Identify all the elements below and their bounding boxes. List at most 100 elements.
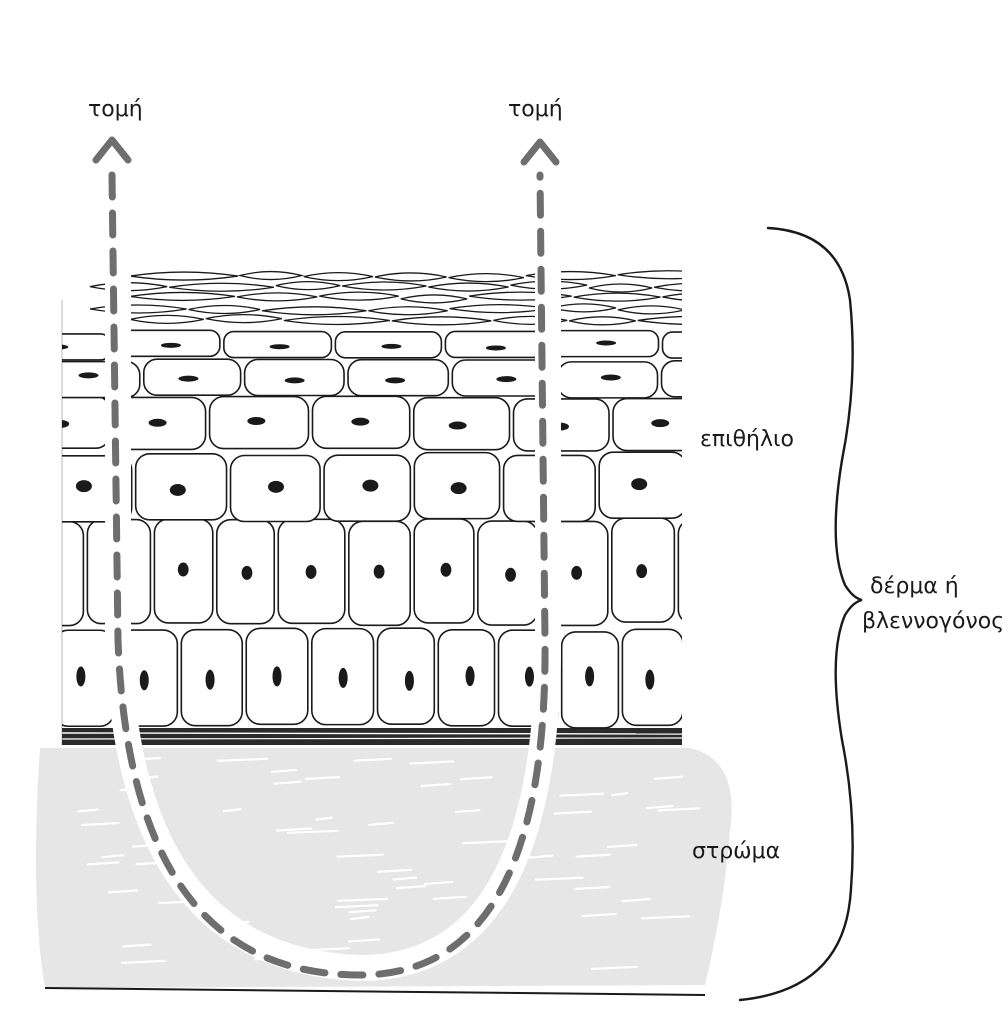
squamous-cell — [662, 293, 682, 301]
cell-nucleus — [631, 478, 648, 491]
stroma-fiber — [653, 775, 684, 780]
stroma-fiber — [459, 776, 493, 781]
cut-label-left: τομή — [88, 97, 143, 122]
stroma-fiber — [420, 782, 452, 788]
squamous-cell — [319, 291, 399, 301]
stroma-fiber — [337, 897, 388, 902]
cell-nucleus — [160, 342, 181, 348]
cell-nucleus — [177, 562, 189, 577]
cell-nucleus — [351, 417, 370, 426]
stroma-fiber — [454, 808, 481, 814]
stroma-fiber — [581, 912, 617, 918]
cell-nucleus — [178, 375, 199, 382]
cell-nucleus — [76, 666, 86, 687]
cell-nucleus — [704, 566, 715, 580]
stroma-fiber — [409, 760, 455, 765]
epithelium-label: επιθήλιο — [700, 427, 794, 452]
epithelial-cell — [660, 360, 682, 398]
squamous-cell — [275, 281, 341, 291]
cell-nucleus — [241, 565, 253, 580]
squamous-cell — [551, 303, 617, 313]
stroma-fiber — [348, 909, 377, 914]
basement-membrane — [62, 728, 682, 745]
squamous-cell — [303, 272, 374, 282]
cell-nucleus — [465, 666, 475, 687]
tissue-label-line1: δέρμα ή — [870, 574, 959, 599]
epithelial-cell — [677, 523, 682, 621]
cell-nucleus — [48, 563, 59, 577]
stroma-fiber — [606, 843, 638, 849]
stroma-fiber — [432, 895, 467, 900]
cell-nucleus — [205, 669, 215, 690]
cell-nucleus — [169, 483, 186, 496]
stroma-fiber — [559, 792, 605, 797]
squamous-cell — [637, 315, 682, 325]
squamous-cell — [262, 306, 367, 316]
cell-nucleus — [585, 666, 595, 687]
cell-nucleus — [708, 671, 717, 691]
cell-nucleus — [373, 564, 385, 579]
cell-nucleus — [440, 562, 452, 577]
cell-nucleus — [272, 666, 282, 687]
cell-nucleus — [448, 421, 467, 430]
stroma-fiber — [350, 915, 370, 921]
cut-label-right: τομή — [508, 97, 563, 122]
epithelial-cell — [690, 455, 780, 521]
stroma-fiber — [590, 965, 638, 971]
squamous-cell — [391, 316, 492, 326]
squamous-cell — [617, 270, 682, 280]
cell-nucleus — [78, 372, 99, 379]
squamous-cell — [687, 307, 776, 315]
stroma-fiber — [275, 827, 313, 832]
cell-nucleus — [450, 482, 467, 495]
cell-nucleus — [704, 377, 724, 383]
stroma-fiber — [368, 821, 394, 826]
squamous-cell — [374, 272, 447, 282]
squamous-cell — [89, 304, 187, 314]
cell-nucleus — [730, 479, 746, 491]
stroma-fiber — [80, 821, 120, 827]
squamous-cell — [188, 304, 261, 315]
cell-nucleus — [284, 377, 305, 384]
cell-nucleus — [496, 376, 517, 383]
cell-nucleus — [381, 343, 402, 349]
squamous-cell — [428, 282, 509, 292]
cell-nucleus — [338, 667, 348, 688]
squamous-cell — [283, 315, 390, 326]
squamous-cell — [169, 282, 275, 292]
cell-nucleus — [485, 345, 506, 351]
squamous-cell — [237, 270, 305, 281]
squamous-cell — [129, 271, 239, 281]
stroma-fiber — [77, 808, 99, 813]
arrow-left-icon — [92, 136, 132, 164]
stroma-fiber — [534, 876, 584, 881]
stroma-fiber — [645, 804, 674, 810]
stroma-fiber — [304, 775, 340, 781]
epithelial-cell — [612, 397, 682, 452]
stroma-fiber — [621, 898, 651, 903]
epithelial-cell — [62, 333, 112, 361]
stroma-fiber — [575, 853, 611, 858]
squamous-cell — [588, 283, 653, 293]
stroma-fiber — [392, 876, 418, 881]
cell-nucleus — [404, 670, 414, 691]
stroma-fiber — [395, 885, 427, 890]
stroma-fiber — [287, 829, 339, 834]
cell-nucleus — [651, 419, 670, 428]
stroma-fiber — [107, 889, 139, 894]
arrow-right-icon — [520, 138, 560, 166]
cell-nucleus — [636, 564, 648, 579]
epithelial-cell — [444, 330, 548, 359]
excision-cut — [92, 136, 561, 982]
cell-nucleus — [62, 344, 69, 350]
squamous-cell — [448, 273, 524, 283]
squamous-cell — [236, 292, 318, 302]
cell-nucleus — [703, 340, 723, 345]
squamous-cell — [205, 314, 282, 324]
excision-dashed-path — [108, 171, 549, 979]
squamous-cell — [129, 291, 236, 302]
stroma-fiber — [336, 853, 384, 858]
epithelial-cell — [661, 331, 682, 359]
stroma-fiber — [347, 938, 381, 943]
